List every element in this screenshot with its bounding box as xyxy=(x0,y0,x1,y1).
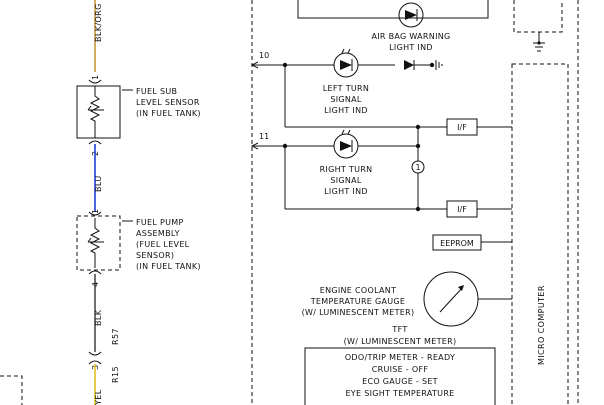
connector-mark xyxy=(88,211,102,216)
micro-computer-box xyxy=(511,63,569,405)
pin-label: 1 xyxy=(91,209,100,214)
variable-resistor-icon xyxy=(89,218,101,268)
if-bottom-label: I/F xyxy=(457,205,467,214)
upper-right-box xyxy=(513,0,563,33)
connector-mark xyxy=(88,360,102,365)
light-rays-icon xyxy=(341,48,351,54)
reference-circle xyxy=(411,160,425,174)
tft-label-1: TFT xyxy=(391,325,407,334)
sensor-arrow-icon xyxy=(87,237,104,243)
tft-item-2: CRUISE - OFF xyxy=(372,365,429,374)
wire-label-blu: BLU xyxy=(94,175,103,192)
tft-label-2: (W/ LUMINESCENT METER) xyxy=(344,337,457,346)
tft-item-4: EYE SIGHT TEMPERATURE xyxy=(345,389,454,398)
left-turn-label-2: SIGNAL xyxy=(330,95,362,104)
eeprom-label: EEPROM xyxy=(440,239,474,248)
connector-label-r57: R57 xyxy=(111,328,120,345)
left-turn-label-1: LEFT TURN xyxy=(323,84,369,93)
connector-label-r15: R15 xyxy=(111,366,120,383)
fuel-sub-label-3: (IN FUEL TANK) xyxy=(136,109,201,118)
wire-label-blk: BLK xyxy=(94,309,103,326)
coolant-label-3: (W/ LUMINESCENT METER) xyxy=(302,308,415,317)
tft-item-1: ODO/TRIP METER - READY xyxy=(345,353,455,362)
sensor-arrow-icon xyxy=(87,105,104,111)
upper-box xyxy=(297,0,489,19)
micro-computer-label: MICRO COMPUTER xyxy=(537,285,546,365)
right-turn-label-2: SIGNAL xyxy=(330,176,362,185)
connector-mark xyxy=(88,270,102,275)
air-bag-label-2: LIGHT IND xyxy=(389,43,433,52)
fuel-pump-box xyxy=(76,215,121,271)
diode-icon xyxy=(404,60,414,70)
if-top-label: I/F xyxy=(457,123,467,132)
diode-icon xyxy=(340,141,352,151)
fuel-pump-label-5: (IN FUEL TANK) xyxy=(136,262,201,271)
tft-item-3: ECO GAUGE - SET xyxy=(362,377,438,386)
fuel-sub-label-1: FUEL SUB xyxy=(136,87,177,96)
tft-box xyxy=(304,347,496,405)
coolant-gauge-icon xyxy=(423,271,479,327)
left-turn-label-3: LIGHT IND xyxy=(324,106,368,115)
wire-label-blk-org: BLK/ORG xyxy=(94,3,103,42)
fuel-pump-label-3: (FUEL LEVEL xyxy=(136,240,190,249)
wire-label-yel: YEL xyxy=(94,389,103,405)
pin-label: 1 xyxy=(91,75,100,80)
diode-icon xyxy=(340,60,352,70)
reference-circle-label: 1 xyxy=(415,163,420,172)
partial-box xyxy=(0,375,23,405)
air-bag-label-1: AIR BAG WARNING xyxy=(371,32,450,41)
right-turn-label-3: LIGHT IND xyxy=(324,187,368,196)
coolant-label-1: ENGINE COOLANT xyxy=(320,286,397,295)
fuel-pump-label-2: ASSEMBLY xyxy=(136,229,180,238)
fuel-sub-sensor-box xyxy=(76,85,121,139)
fuel-sub-label-2: LEVEL SENSOR xyxy=(136,98,200,107)
fuel-pump-label-1: FUEL PUMP xyxy=(136,218,184,227)
connector-mark xyxy=(88,140,102,145)
coolant-label-2: TEMPERATURE GAUGE xyxy=(310,297,406,306)
pin-label-11: 11 xyxy=(259,132,269,141)
variable-resistor-icon xyxy=(89,86,101,138)
fuel-pump-label-4: SENSOR) xyxy=(136,251,174,260)
connector-mark xyxy=(88,79,102,84)
light-rays-icon xyxy=(341,129,351,135)
pin-label-10: 10 xyxy=(259,51,269,60)
gauge-needle xyxy=(439,286,464,313)
ground-icon xyxy=(435,60,443,70)
right-turn-label-1: RIGHT TURN xyxy=(320,165,373,174)
diode-icon xyxy=(405,10,417,20)
connector-mark xyxy=(88,351,102,356)
air-bag-light-icon xyxy=(398,2,424,28)
